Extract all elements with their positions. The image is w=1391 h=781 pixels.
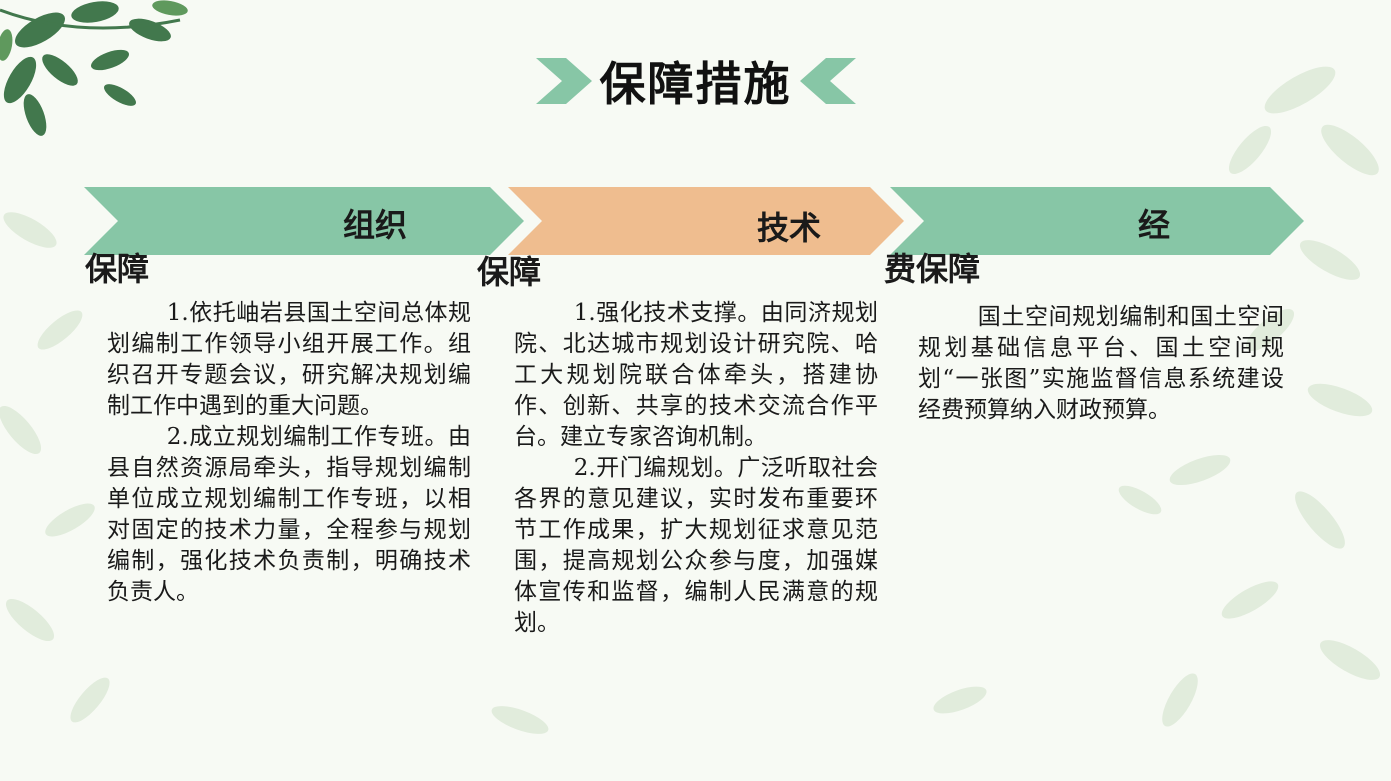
arrow-label-organization: 组织 (343, 206, 408, 244)
paragraph: 2.成立规划编制工作专班。由县自然资源局牵头，指导规划编制单位成立规划编制工作专… (107, 424, 471, 605)
sub-label-funding: 费保障 (884, 250, 981, 288)
paragraph: 1.依托岫岩县国土空间总体规划编制工作领导小组开展工作。组织召开专题会议，研究解… (107, 300, 471, 419)
paragraph: 2.开门编规划。广泛听取社会各界的意见建议，实时发布重要环节工作成果，扩大规划征… (514, 455, 878, 636)
page-title: 保障措施 (599, 57, 792, 111)
sub-label-organization: 保障 (85, 250, 150, 288)
arrow-label-technology: 技术 (757, 209, 822, 247)
paragraph: 国土空间规划编制和国土空间规划基础信息平台、国土空间规划“一张图”实施监督信息系… (918, 304, 1284, 423)
funding-text: 国土空间规划编制和国土空间规划基础信息平台、国土空间规划“一张图”实施监督信息系… (918, 302, 1284, 426)
organization-text: 1.依托岫岩县国土空间总体规划编制工作领导小组开展工作。组织召开专题会议，研究解… (107, 298, 471, 608)
paragraph: 1.强化技术支撑。由同济规划院、北达城市规划设计研究院、哈工大规划院联合体牵头，… (514, 300, 878, 450)
chevron-right-icon (535, 58, 592, 104)
sub-label-technology: 保障 (477, 253, 542, 291)
arrow-label-funding: 经 (1138, 206, 1171, 244)
technology-text: 1.强化技术支撑。由同济规划院、北达城市规划设计研究院、哈工大规划院联合体牵头，… (514, 298, 878, 639)
arrow-banner-technology (508, 187, 904, 255)
chevron-left-icon (799, 58, 856, 104)
title-row: 保障措施 (0, 48, 1391, 114)
arrow-banner-organization (84, 187, 524, 255)
arrow-banner-funding (890, 187, 1304, 255)
